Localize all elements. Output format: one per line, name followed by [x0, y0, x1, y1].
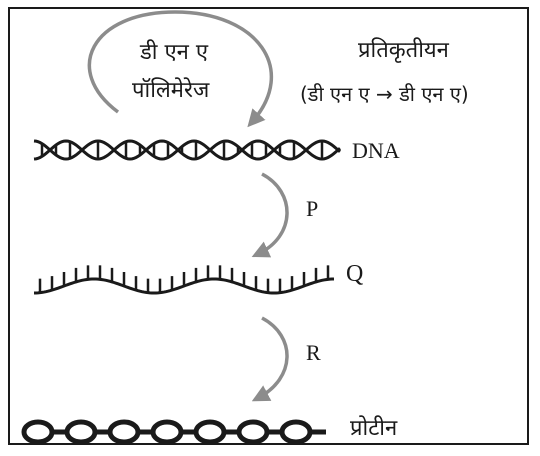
enzyme-label-line2: पॉलिमेरेज: [132, 78, 210, 103]
replication-loop-arrow: [87, 10, 274, 128]
process-r-arrow: [251, 316, 289, 402]
process-p-label: P: [306, 196, 319, 221]
amino-acid-link: [64, 419, 98, 445]
dna-label: DNA: [352, 138, 400, 163]
amino-acid-link: [279, 419, 313, 445]
amino-acid-link: [107, 419, 141, 445]
amino-acid-link: [150, 419, 184, 445]
dna-double-helix: [33, 139, 341, 161]
replication-label: प्रतिकृतीयन: [358, 38, 449, 63]
dna-strand-top: [33, 139, 341, 161]
amino-acid-link: [236, 419, 270, 445]
protein-chain: [21, 419, 326, 445]
molecule-q-label: Q: [346, 261, 364, 287]
replication-detail: (डी एन ए → डी एन ए): [300, 82, 469, 106]
enzyme-label-line1: डी एन ए: [140, 40, 208, 65]
diagram-frame: [8, 7, 529, 445]
single-strand-q: [33, 265, 335, 295]
amino-acid-link: [193, 419, 227, 445]
process-p-arrow: [251, 172, 289, 258]
amino-acid-link: [21, 419, 55, 445]
dna-strand-bottom: [33, 139, 341, 161]
protein-label: प्रोटीन: [350, 416, 398, 441]
process-r-label: R: [306, 340, 321, 365]
